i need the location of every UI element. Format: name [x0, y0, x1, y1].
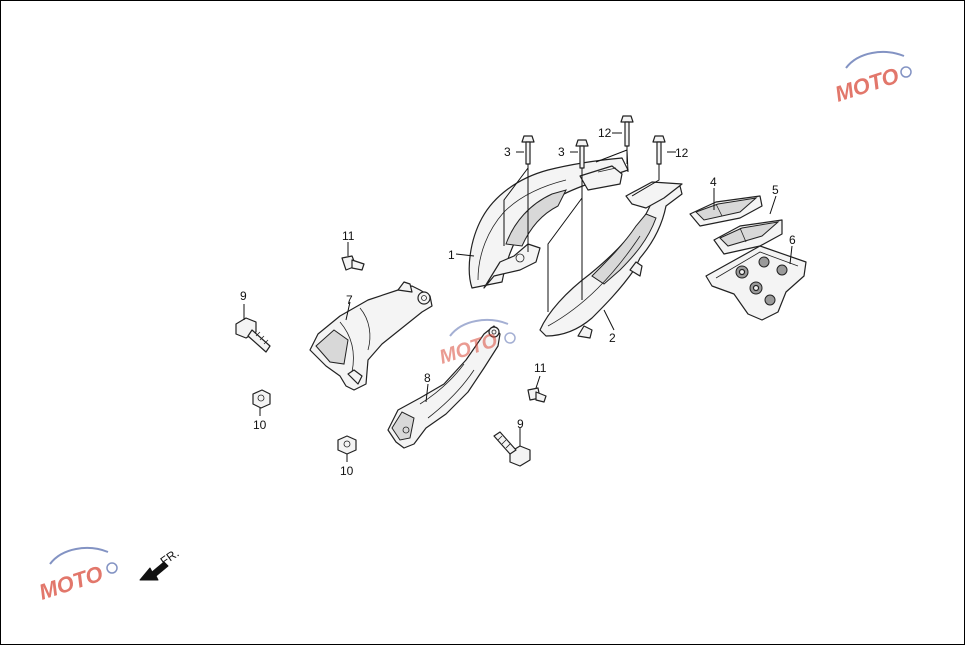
- part-11-screw-a: [341, 255, 365, 271]
- part-4-pad: [689, 195, 763, 227]
- callout-9b: 9: [517, 417, 524, 431]
- part-12-bolt-a: [620, 115, 634, 147]
- part-2-right-grab-rail: [539, 181, 683, 339]
- callout-12b: 12: [675, 146, 689, 160]
- part-3-bolt-a: [521, 135, 535, 165]
- part-5-pad: [713, 219, 783, 255]
- callout-11b: 11: [534, 361, 547, 375]
- callout-8: 8: [424, 371, 431, 385]
- arrow-down-left-icon: [139, 561, 169, 581]
- part-10-nut-a: [252, 389, 271, 409]
- part-9-bolt-b: [493, 431, 531, 467]
- callout-5: 5: [772, 183, 779, 197]
- callout-10b: 10: [340, 464, 354, 478]
- moto-logo-icon: MOTO: [832, 51, 912, 107]
- svg-text:MOTO: MOTO: [36, 561, 106, 605]
- front-direction-indicator: FR.: [139, 546, 182, 581]
- part-1-left-grab-rail: [468, 157, 629, 289]
- callout-6: 6: [789, 233, 796, 247]
- callout-3a: 3: [504, 145, 511, 159]
- part-8-right-bracket: [387, 325, 501, 449]
- callout-7: 7: [346, 293, 353, 307]
- part-10-nut-b: [337, 435, 357, 455]
- leader-lines: [243, 132, 793, 462]
- moto-logo-icon: MOTO: [36, 547, 118, 605]
- callout-3b: 3: [558, 145, 565, 159]
- part-12-bolt-b: [652, 135, 666, 165]
- callout-10a: 10: [253, 418, 267, 432]
- part-9-bolt-a: [235, 317, 271, 353]
- part-11-screw-b: [527, 387, 547, 403]
- callout-4: 4: [710, 175, 717, 189]
- callout-12a: 12: [598, 126, 612, 140]
- callout-9a: 9: [240, 289, 247, 303]
- callout-2: 2: [609, 331, 616, 345]
- callout-11a: 11: [342, 229, 355, 243]
- svg-text:MOTO: MOTO: [832, 63, 902, 107]
- part-7-left-bracket: [309, 281, 433, 391]
- callout-1: 1: [448, 248, 455, 262]
